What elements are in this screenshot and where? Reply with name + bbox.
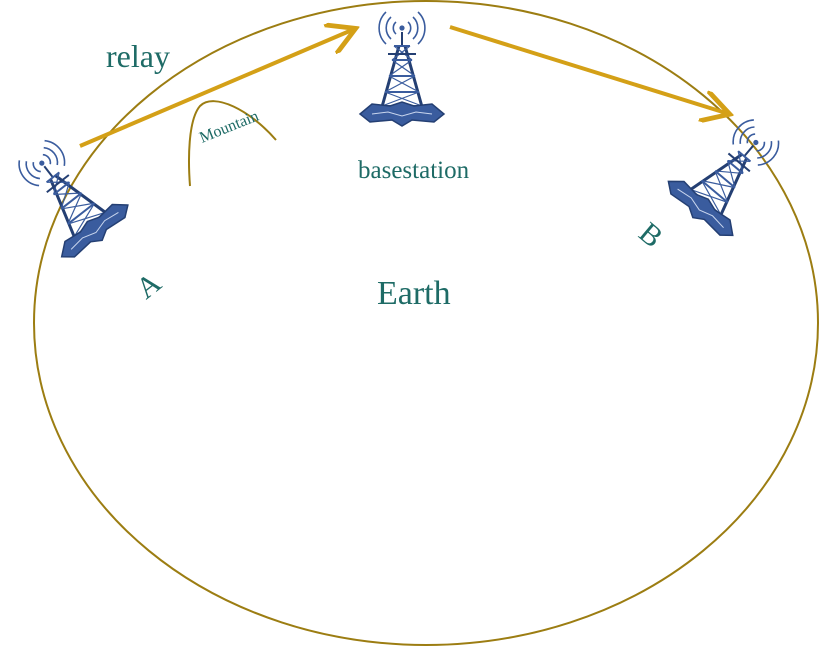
tower-b-label: B bbox=[633, 216, 670, 254]
basestation-label: basestation bbox=[358, 157, 470, 184]
mountain-label: Mountain bbox=[197, 108, 261, 147]
radio-tower-icon bbox=[0, 123, 137, 268]
tower-a-label: A bbox=[130, 266, 168, 306]
tower-b bbox=[659, 101, 800, 247]
relay-arrow-a-to-base bbox=[79, 30, 352, 148]
radio-tower-icon bbox=[358, 10, 446, 128]
relay-arrow-base-to-b bbox=[449, 25, 726, 113]
earth-outline bbox=[33, 0, 819, 646]
earth-label: Earth bbox=[377, 275, 451, 312]
tower-a bbox=[0, 123, 137, 268]
tower-basestation bbox=[358, 10, 446, 128]
mountain-shape bbox=[188, 100, 277, 187]
relay-label: relay bbox=[106, 38, 170, 74]
radio-tower-icon bbox=[659, 101, 800, 247]
